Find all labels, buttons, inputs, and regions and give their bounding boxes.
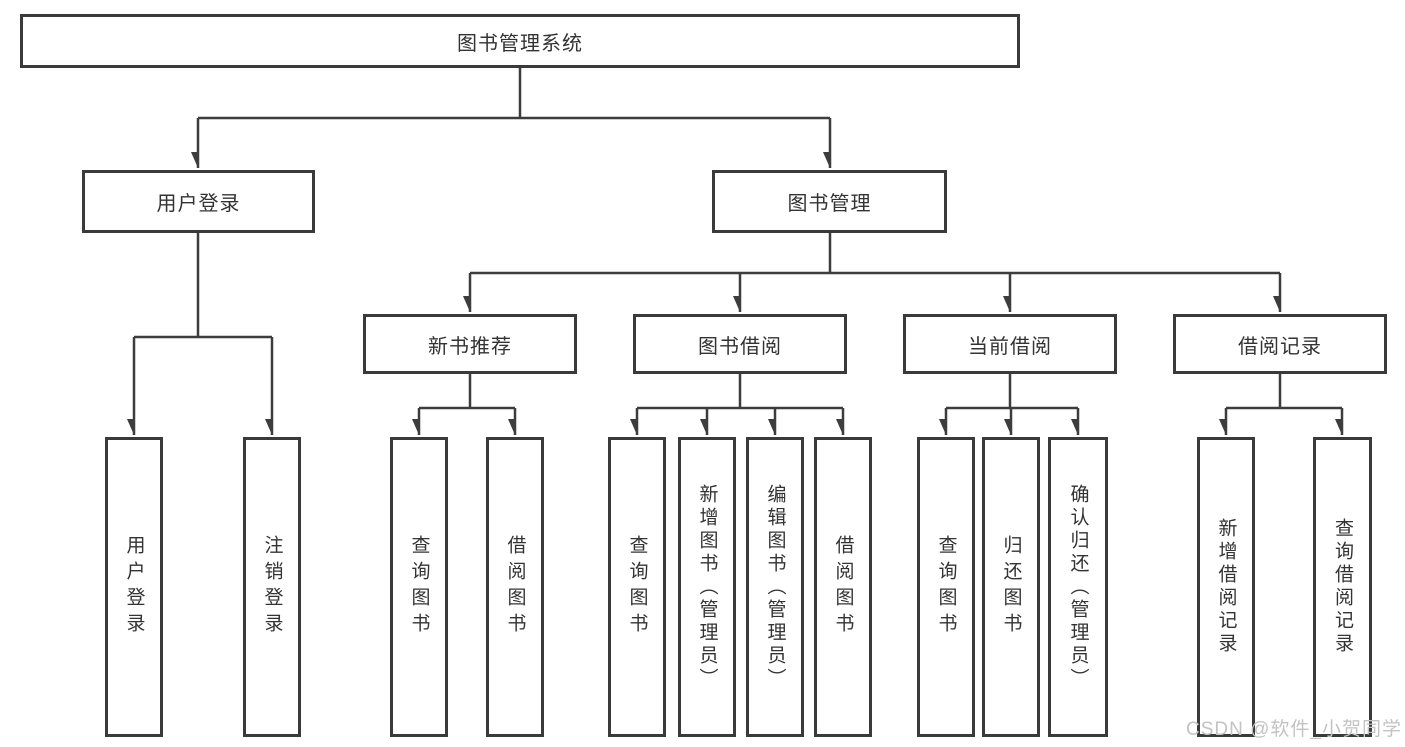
leaf-label: 编辑图书（管理员） — [764, 483, 786, 691]
leaf-label: 新增借阅记录 — [1215, 518, 1237, 656]
leaf-label: 查询图书 — [408, 535, 430, 639]
leaf-bb-borrow-books: 借阅图书 — [814, 437, 872, 737]
leaf-bb-query-books: 查询图书 — [608, 437, 666, 737]
leaf-cb-confirm-return-admin: 确认归还（管理员） — [1048, 437, 1108, 737]
leaf-label: 查询借阅记录 — [1332, 518, 1353, 656]
node-user-login: 用户登录 — [82, 170, 315, 233]
leaf-user-login: 用户登录 — [105, 437, 163, 737]
leaf-br-add-borrow-record: 新增借阅记录 — [1197, 437, 1255, 737]
node-book-management: 图书管理 — [712, 170, 947, 233]
node-current-borrow: 当前借阅 — [903, 314, 1117, 374]
node-book-borrow: 图书借阅 — [633, 314, 847, 374]
leaf-label: 借阅图书 — [504, 535, 526, 639]
leaf-bb-add-books-admin: 新增图书（管理员） — [678, 437, 736, 737]
node-new-book-recommend: 新书推荐 — [363, 314, 577, 374]
leaf-label: 新增图书（管理员） — [696, 483, 718, 691]
leaf-label: 注销登录 — [261, 535, 283, 639]
leaf-label: 归还图书 — [1000, 535, 1022, 639]
node-borrow-records: 借阅记录 — [1173, 314, 1387, 374]
leaf-label: 查询图书 — [935, 535, 957, 639]
leaf-bb-edit-books-admin: 编辑图书（管理员） — [746, 437, 804, 737]
leaf-label: 借阅图书 — [832, 535, 854, 639]
csdn-watermark: CSDN @软件_小贺同学 — [1186, 719, 1402, 740]
leaf-nb-borrow-books: 借阅图书 — [486, 437, 544, 737]
node-root-library-management-system: 图书管理系统 — [20, 14, 1020, 68]
leaf-cb-query-books: 查询图书 — [917, 437, 975, 737]
leaf-cb-return-books: 归还图书 — [982, 437, 1040, 737]
leaf-nb-query-books: 查询图书 — [390, 437, 448, 737]
leaf-logout-login: 注销登录 — [243, 437, 301, 737]
leaf-br-query-borrow-record: 查询借阅记录 — [1313, 437, 1372, 737]
leaf-label: 确认归还（管理员） — [1067, 483, 1089, 691]
leaf-label: 用户登录 — [123, 535, 145, 639]
leaf-label: 查询图书 — [626, 535, 648, 639]
